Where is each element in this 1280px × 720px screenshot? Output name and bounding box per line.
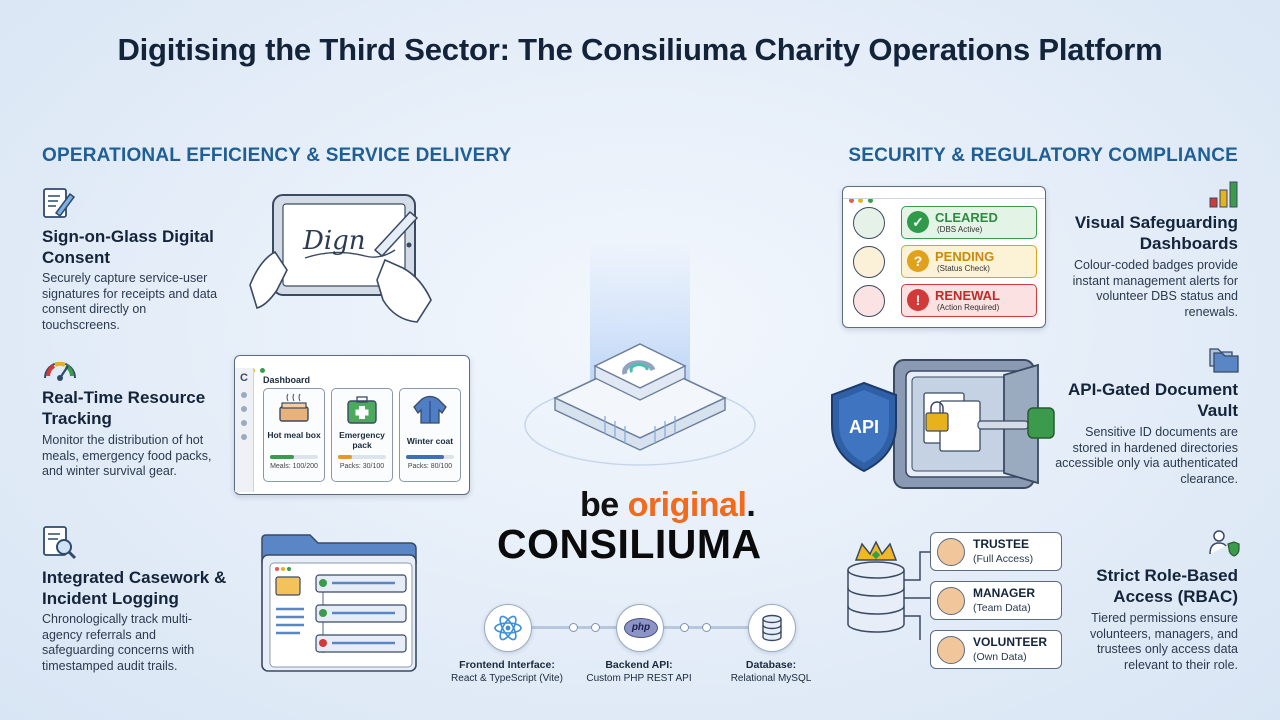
right-section-heading: SECURITY & REGULATORY COMPLIANCE	[848, 145, 1238, 166]
resource-fill-hot-meal	[270, 455, 294, 459]
connector-dot	[680, 623, 689, 632]
feature-desc-casework: Chronologically track multi-agency refer…	[42, 612, 195, 673]
check-icon: ✓	[907, 211, 929, 233]
connector-dot	[591, 623, 600, 632]
resource-card-winter-coat: Winter coat Packs: 80/100	[399, 388, 461, 482]
api-shield-label: API	[848, 417, 879, 437]
manager-avatar	[937, 587, 965, 615]
resource-card-emergency-pack: Emergency pack Packs: 30/100	[331, 388, 393, 482]
trustee-avatar	[937, 538, 965, 566]
document-search-icon	[42, 525, 78, 566]
volunteer-avatar	[853, 207, 885, 239]
feature-title-resource-tracking: Real-Time Resource Tracking	[42, 388, 206, 428]
feature-desc-resource-tracking: Monitor the distribution of hot meals, e…	[42, 433, 212, 478]
role-card-trustee: TRUSTEE (Full Access)	[930, 532, 1062, 571]
resource-count: Packs: 30/100	[339, 463, 385, 470]
gauge-icon	[42, 352, 78, 387]
feature-desc-safeguarding: Colour-coded badges provide instant mana…	[1072, 258, 1238, 319]
badge-row-pending: ? PENDING (Status Check)	[851, 245, 1037, 279]
dashboard-logo: C	[240, 372, 248, 384]
connector-dot	[569, 623, 578, 632]
tablet-signature-illustration: Dign	[245, 190, 445, 335]
dashboard-title: Dashboard	[263, 375, 311, 385]
php-icon: php	[616, 604, 664, 652]
winter-coat-icon	[413, 395, 447, 424]
feature-desc-sign-on-glass: Securely capture service-user signatures…	[42, 271, 218, 332]
resource-dashboard-window: C Dashboard Hot meal box Meals: 100/200 …	[234, 355, 470, 495]
first-aid-kit-icon	[347, 396, 377, 424]
resource-count: Packs: 80/100	[407, 463, 453, 470]
role-card-volunteer: VOLUNTEER (Own Data)	[930, 630, 1062, 669]
tech-backend-label: Backend API:Custom PHP REST API	[586, 659, 692, 684]
feature-title-sign-on-glass: Sign-on-Glass Digital Consent	[42, 227, 214, 267]
volunteer-avatar	[937, 636, 965, 664]
tech-database-label: Database:Relational MySQL	[730, 659, 812, 684]
feature-desc-rbac: Tiered permissions ensure volunteers, ma…	[1089, 611, 1238, 672]
alert-icon: !	[907, 289, 929, 311]
page-title: Digitising the Third Sector: The Consili…	[117, 32, 1163, 67]
status-badge-cleared: ✓ CLEARED (DBS Active)	[901, 206, 1037, 239]
document-edit-icon	[42, 186, 76, 225]
resource-fill-winter-coat	[406, 455, 445, 459]
feature-title-rbac: Strict Role-Based Access (RBAC)	[1096, 566, 1238, 606]
feature-title-casework: Integrated Casework & Incident Logging	[42, 568, 227, 608]
volunteer-avatar	[853, 285, 885, 317]
safeguarding-dashboard-window: ✓ CLEARED (DBS Active) ? PENDING (Status…	[842, 186, 1046, 328]
brand-tagline: be original.	[580, 486, 756, 524]
resource-card-hot-meal: Hot meal box Meals: 100/200	[263, 388, 325, 482]
status-badge-renewal: ! RENEWAL (Action Required)	[901, 284, 1037, 317]
casework-timeline-illustration	[260, 533, 420, 678]
badge-row-cleared: ✓ CLEARED (DBS Active)	[851, 206, 1037, 240]
badge-row-renewal: ! RENEWAL (Action Required)	[851, 284, 1037, 318]
resource-count: Meals: 100/200	[270, 463, 318, 470]
status-badge-pending: ? PENDING (Status Check)	[901, 245, 1037, 278]
connector-dot	[702, 623, 711, 632]
folders-icon	[1208, 346, 1240, 379]
tech-frontend-label: Frontend Interface:React & TypeScript (V…	[451, 659, 563, 684]
volunteer-avatar	[853, 246, 885, 278]
document-vault-illustration: API	[828, 355, 1068, 500]
signal-bars-icon	[1208, 180, 1240, 213]
left-section-heading: OPERATIONAL EFFICIENCY & SERVICE DELIVER…	[42, 145, 512, 166]
resource-label: Winter coat	[406, 436, 454, 446]
feature-title-safeguarding: Visual Safeguarding Dashboards	[1074, 213, 1238, 253]
dashboard-sidebar: C	[235, 368, 254, 492]
feature-desc-document-vault: Sensitive ID documents are stored in har…	[1055, 425, 1238, 486]
food-box-icon	[279, 393, 309, 422]
rbac-database-illustration	[840, 540, 940, 645]
resource-label: Emergency pack	[339, 430, 385, 450]
platform-chip-illustration	[520, 330, 760, 475]
brand-name: CONSILIUMA	[497, 521, 762, 567]
database-icon	[748, 604, 796, 652]
user-shield-icon	[1208, 528, 1240, 563]
feature-title-document-vault: API-Gated Document Vault	[1067, 380, 1238, 420]
resource-label: Hot meal box	[267, 430, 321, 440]
signature-text: Dign	[303, 226, 366, 256]
resource-fill-emergency-pack	[338, 455, 353, 459]
role-card-manager: MANAGER (Team Data)	[930, 581, 1062, 620]
question-icon: ?	[907, 250, 929, 272]
window-controls	[849, 190, 873, 208]
react-icon	[484, 604, 532, 652]
